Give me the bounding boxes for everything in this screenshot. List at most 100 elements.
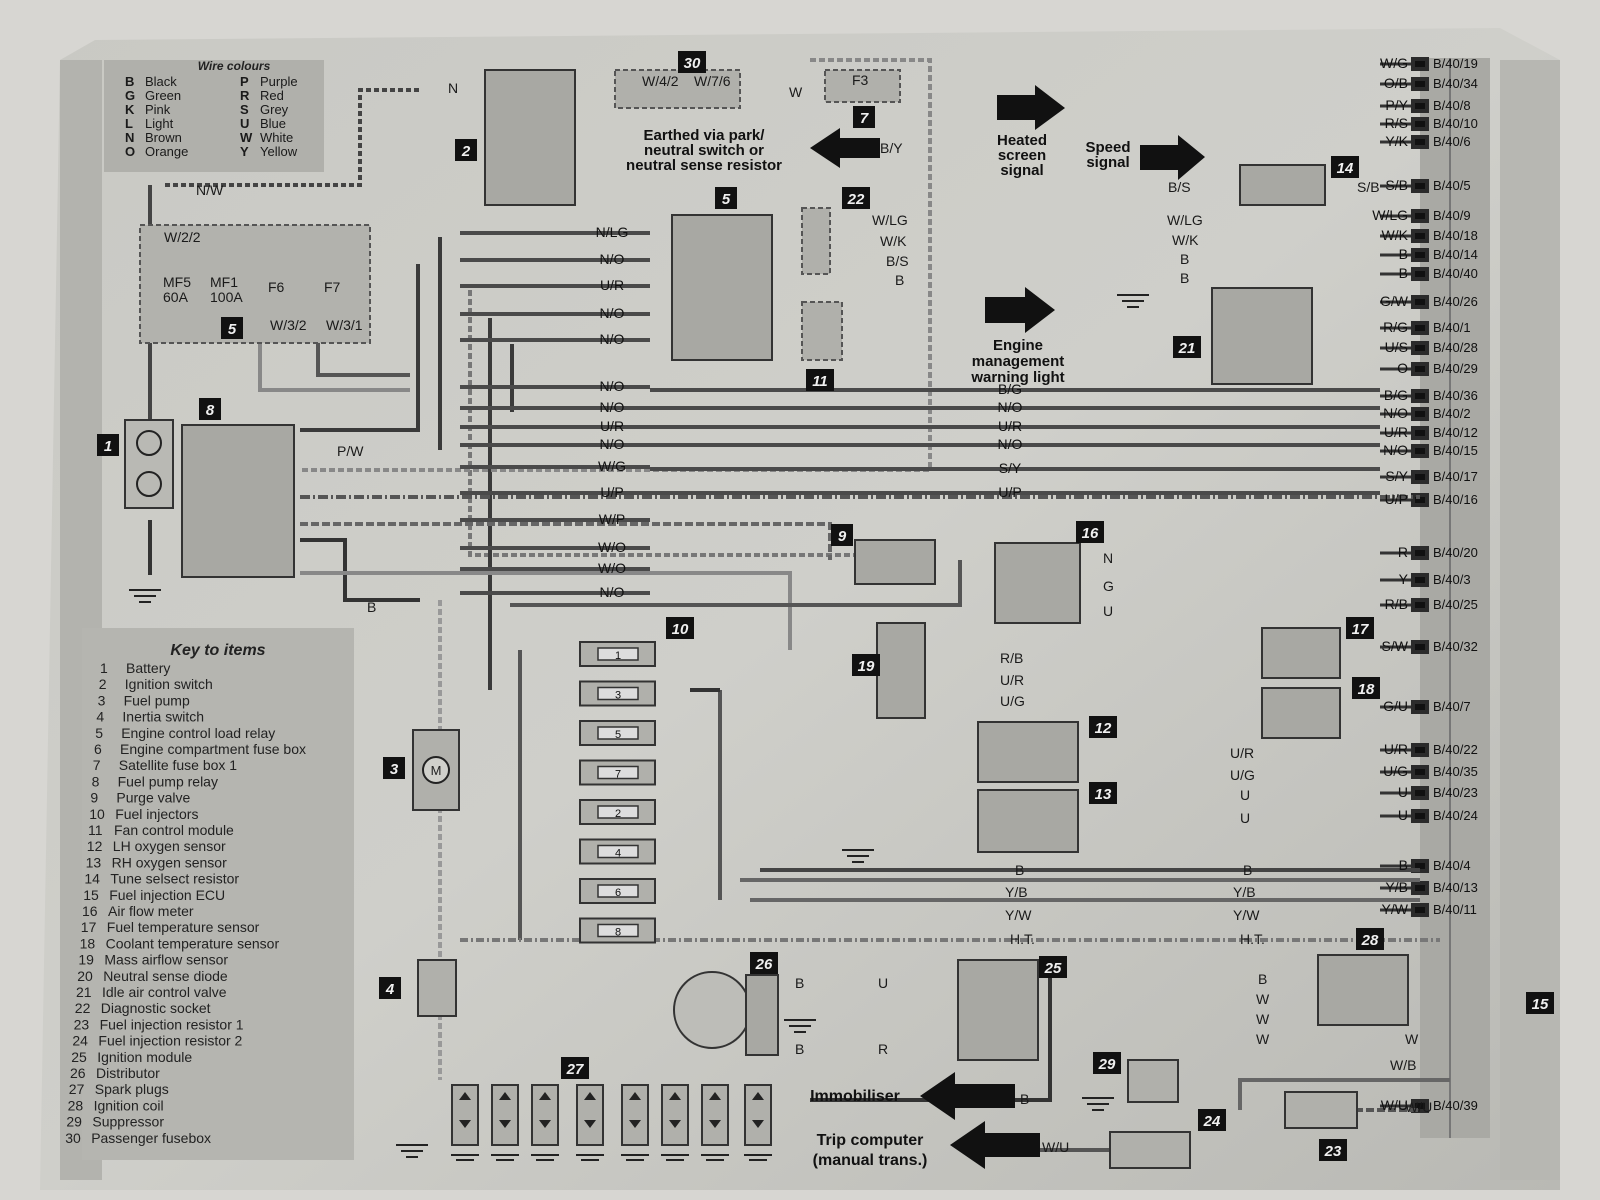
ecu-pin: B/40/10 bbox=[1433, 116, 1478, 131]
key-item-number: 21 bbox=[76, 984, 92, 1000]
key-item-number: 2 bbox=[99, 676, 107, 692]
injector-number: 8 bbox=[615, 927, 621, 939]
earthed-arrow bbox=[810, 128, 880, 168]
component-boxes: M bbox=[124, 69, 1409, 1169]
key-item-label: Air flow meter bbox=[108, 903, 194, 919]
injector-number: 2 bbox=[615, 808, 621, 820]
item-badge-number: 24 bbox=[1203, 1113, 1221, 1130]
speed-signal-arrow bbox=[1140, 135, 1205, 180]
wire-colour-code: N bbox=[125, 130, 134, 145]
item-badge bbox=[806, 369, 834, 391]
fan-control-module bbox=[801, 301, 843, 361]
wire-colour-code: L bbox=[125, 116, 133, 131]
key-item-number: 22 bbox=[75, 1000, 91, 1016]
ecu-pin: B/40/26 bbox=[1433, 294, 1478, 309]
item-badge-number: 22 bbox=[847, 191, 865, 208]
ecu-pin: B/40/13 bbox=[1433, 880, 1478, 895]
tune-select-resistor bbox=[1239, 164, 1326, 206]
ecu-wire-code: O bbox=[1397, 360, 1408, 376]
wire-nw: N/W bbox=[196, 182, 224, 198]
ecu-wire-code: Y bbox=[1399, 571, 1409, 587]
wire-u-o2-2: U bbox=[1240, 810, 1250, 826]
wire-wu-2: W/U bbox=[1042, 1139, 1069, 1155]
earthed-line-2: neutral switch or bbox=[644, 142, 764, 159]
wire-w-coil-3: W bbox=[1256, 1031, 1270, 1047]
battery bbox=[124, 419, 174, 509]
key-item-number: 27 bbox=[69, 1081, 85, 1097]
left-wire-label: N/O bbox=[600, 331, 625, 347]
ecu-pin: B/40/6 bbox=[1433, 134, 1471, 149]
item-badge-number: 30 bbox=[684, 55, 701, 72]
ecu-wire-code: W/G bbox=[1380, 55, 1408, 71]
wire-w42: W/4/2 bbox=[642, 73, 679, 89]
key-item-label: Neutral sense diode bbox=[103, 968, 228, 984]
item-badge bbox=[1089, 716, 1117, 738]
item-badge-number: 23 bbox=[1324, 1143, 1342, 1160]
ecu-pin: B/40/34 bbox=[1433, 76, 1478, 91]
wire-b-immob: B bbox=[1020, 1091, 1029, 1107]
wire-colour-name: Brown bbox=[145, 130, 182, 145]
wire-yw-1: Y/W bbox=[1005, 907, 1032, 923]
item-badge bbox=[715, 187, 737, 209]
wire-r-dist: R bbox=[878, 1041, 888, 1057]
key-item-label: Coolant temperature sensor bbox=[106, 935, 280, 951]
ecu-pin: B/40/35 bbox=[1433, 764, 1478, 779]
item-badge-number: 11 bbox=[812, 373, 828, 390]
wire-u-afm: U bbox=[1103, 603, 1113, 619]
key-item-number: 13 bbox=[86, 854, 102, 870]
item-badge-number: 19 bbox=[858, 658, 875, 675]
rh-oxygen-sensor bbox=[977, 789, 1079, 853]
item-badge-number: 14 bbox=[1337, 160, 1354, 177]
item-badge-number: 7 bbox=[860, 110, 869, 127]
key-item-label: Passenger fusebox bbox=[91, 1130, 211, 1146]
ecu-pin: B/40/16 bbox=[1433, 492, 1478, 507]
item-badge-number: 26 bbox=[755, 956, 773, 973]
heated-line-3: signal bbox=[1000, 162, 1043, 179]
ecu-wire-code: G/W bbox=[1380, 293, 1409, 309]
wire-colour-name: Green bbox=[145, 88, 181, 103]
key-item-label: Inertia switch bbox=[122, 709, 204, 725]
item-badge bbox=[1356, 928, 1384, 950]
ecu-wire-code: R/S bbox=[1385, 115, 1408, 131]
item-badge bbox=[199, 398, 221, 420]
item-badge-number: 21 bbox=[1178, 340, 1196, 357]
item-badge-number: 18 bbox=[1358, 681, 1375, 698]
ecu-wire-code: N/O bbox=[1383, 405, 1408, 421]
item-badge-number: 5 bbox=[722, 191, 731, 208]
ecu-block-15 bbox=[1420, 58, 1490, 1138]
left-wire-label: N/LG bbox=[596, 224, 629, 240]
ecu-wire-code: W/K bbox=[1382, 227, 1409, 243]
wire-colour-code: U bbox=[240, 116, 249, 131]
item-badge bbox=[1173, 336, 1201, 358]
item-badge-number: 1 bbox=[104, 438, 112, 455]
wire-colour-code: O bbox=[125, 144, 135, 159]
earthed-line-1: Earthed via park/ bbox=[644, 127, 766, 144]
wire-colour-code: S bbox=[240, 102, 249, 117]
ecu-pin: B/40/3 bbox=[1433, 572, 1471, 587]
item-badge-number: 9 bbox=[838, 528, 847, 545]
mid-wire-label: U/P bbox=[998, 484, 1021, 500]
diagnostic-socket bbox=[801, 207, 831, 275]
wire-w-top: W bbox=[789, 84, 803, 100]
lh-oxygen-sensor bbox=[977, 721, 1079, 783]
key-item-number: 11 bbox=[88, 822, 103, 838]
item-badge-number: 16 bbox=[1082, 525, 1099, 542]
wire-colour-code: Y bbox=[240, 144, 249, 159]
wire-b-mid: B bbox=[895, 272, 904, 288]
callout-texts: Earthed via park/ neutral switch or neut… bbox=[626, 127, 1130, 1169]
left-wire-label: N/O bbox=[600, 251, 625, 267]
mid-wire-label: N/O bbox=[998, 436, 1023, 452]
engine-line-1: Engine bbox=[993, 337, 1043, 354]
fuel-pump-relay bbox=[181, 424, 295, 578]
key-item-label: Fuel injectors bbox=[115, 806, 198, 822]
key-item-number: 10 bbox=[89, 806, 105, 822]
ecu-pin: B/40/7 bbox=[1433, 699, 1471, 714]
key-item-label: Battery bbox=[126, 660, 170, 676]
wire-w31: W/3/1 bbox=[326, 317, 363, 333]
key-item-number: 23 bbox=[74, 1016, 90, 1032]
wire-sb: S/B bbox=[1357, 179, 1380, 195]
fuse-mf5: MF5 bbox=[163, 274, 191, 290]
ignition-module bbox=[957, 959, 1039, 1061]
ecu-wire-code: G/U bbox=[1383, 698, 1408, 714]
wire-wk-r: W/K bbox=[1172, 232, 1199, 248]
